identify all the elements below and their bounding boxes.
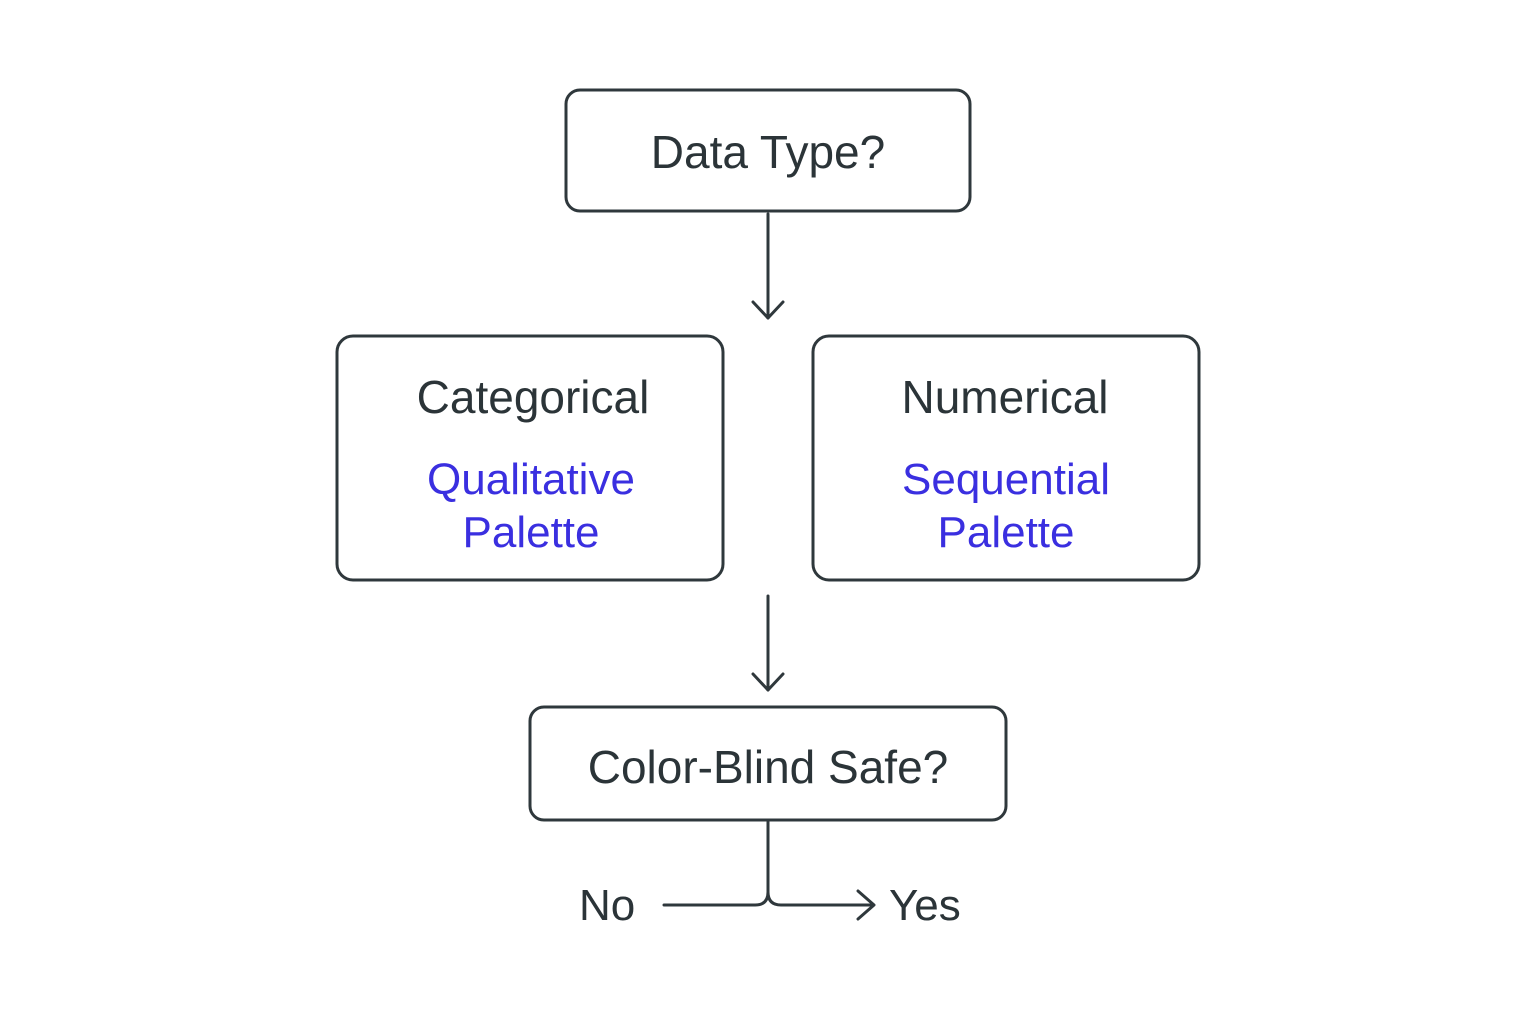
branch-label-no: No <box>579 881 635 930</box>
node-numerical-palette-line1: Sequential <box>902 455 1110 504</box>
branch-yes-line <box>766 890 875 907</box>
arrow-to-color-blind <box>751 594 785 692</box>
node-data-type-box <box>564 88 972 213</box>
node-categorical-palette-line2: Palette <box>463 508 600 557</box>
node-categorical-palette-line1: Qualitative <box>427 455 635 504</box>
node-numerical-box <box>811 334 1201 582</box>
branch-no-line <box>662 890 770 907</box>
node-color-blind-safe-box <box>528 705 1008 822</box>
node-numerical-title: Numerical <box>901 371 1108 423</box>
node-color-blind-safe: Color-Blind Safe? <box>528 705 1008 822</box>
branch-connectors <box>662 820 876 921</box>
branch-label-yes: Yes <box>889 881 961 930</box>
node-categorical-title: Categorical <box>417 371 650 423</box>
arrow-data-type-down <box>751 212 785 320</box>
branch-yes-arrowhead <box>856 889 876 921</box>
arrow-data-type-head <box>751 300 785 320</box>
node-color-blind-safe-title: Color-Blind Safe? <box>588 741 949 793</box>
node-categorical-box <box>335 334 725 582</box>
node-data-type: Data Type? <box>564 88 972 213</box>
node-numerical-palette-line2: Palette <box>938 508 1075 557</box>
node-data-type-title: Data Type? <box>651 126 885 178</box>
arrow-to-color-blind-head <box>751 672 785 692</box>
node-numerical: Numerical Sequential Palette <box>811 334 1201 582</box>
node-categorical: Categorical Qualitative Palette <box>335 334 725 582</box>
